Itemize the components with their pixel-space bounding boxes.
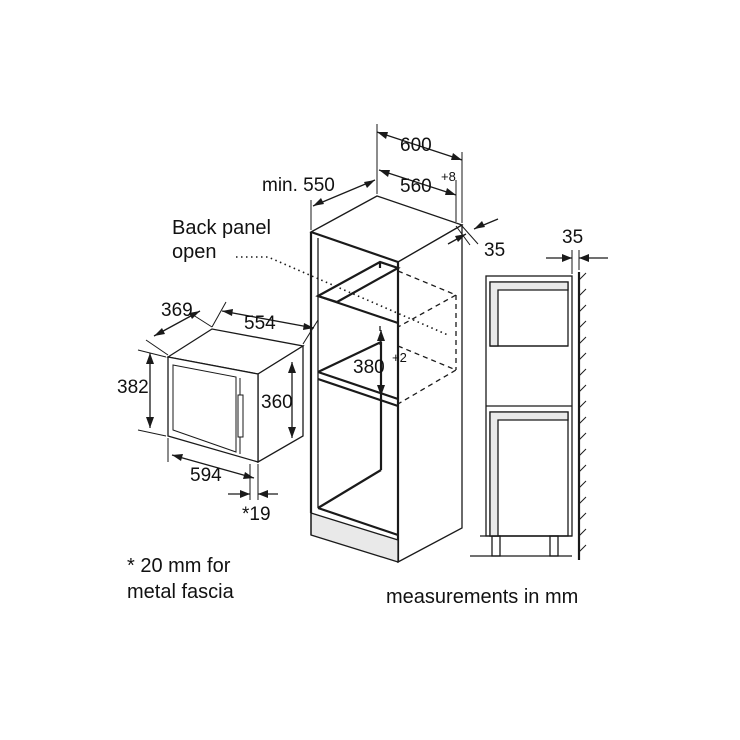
dim-niche-height-tolerance: +2 [392, 350, 407, 365]
footnote-line1: * 20 mm for [127, 555, 231, 577]
dim-niche-width: 560 [400, 176, 432, 197]
back-panel-label-line2: open [172, 241, 217, 263]
side-section-drawing [470, 250, 608, 560]
dim-niche-height: 380 [353, 357, 385, 378]
dim-niche-width-tolerance: +8 [441, 169, 456, 184]
units-note: measurements in mm [386, 586, 578, 608]
tall-cabinet-drawing [236, 124, 499, 564]
dim-appliance-front-width: 594 [190, 465, 222, 486]
dim-side-gap: 35 [562, 227, 583, 248]
footnote-line2: metal fascia [127, 581, 235, 603]
dim-fascia-depth: *19 [242, 504, 271, 525]
door-handle [237, 394, 244, 438]
appliance-drawing [137, 301, 319, 500]
dim-appliance-height: 382 [117, 377, 149, 398]
back-panel-label-line1: Back panel [172, 217, 271, 239]
dim-appliance-width-top: 554 [244, 313, 276, 334]
dim-cabinet-min-depth: min. 550 [262, 175, 335, 196]
dim-appliance-depth: 369 [161, 300, 193, 321]
dim-appliance-inner-height: 360 [261, 392, 293, 413]
dim-back-gap: 35 [484, 240, 505, 261]
dim-cabinet-width: 600 [400, 135, 432, 156]
